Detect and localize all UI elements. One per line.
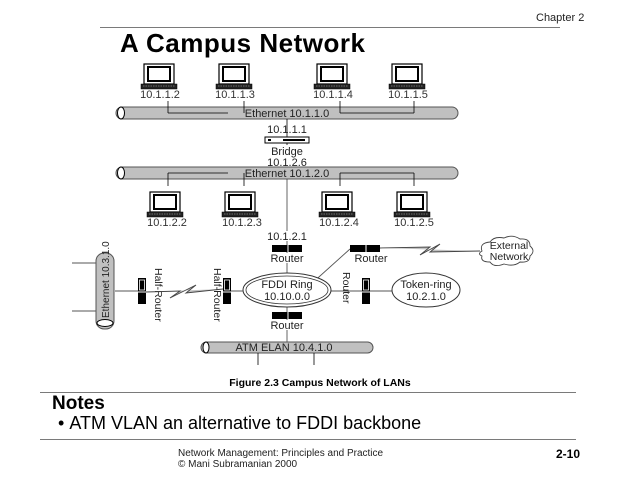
router-icon-atm — [271, 311, 303, 320]
host-label: 10.1.2.5 — [394, 217, 434, 229]
wan-link-half-routers — [145, 284, 224, 299]
host-label: 10.1.2.3 — [222, 217, 262, 229]
footer-rule — [40, 439, 576, 440]
page-number: 2-10 — [556, 447, 581, 461]
pc-icon-10-1-2-3 — [221, 191, 259, 218]
half-router-icon-left — [137, 277, 147, 305]
host-label: 10.1.2.4 — [319, 217, 359, 229]
token-ring: Token-ring 10.2.1.0 — [391, 272, 461, 308]
router-label: Router — [354, 253, 387, 265]
router-icon-main — [271, 244, 303, 253]
external-network-cloud: External Network — [479, 235, 534, 267]
notes-item-text: ATM VLAN an alternative to FDDI backbone — [69, 413, 422, 433]
bridge-addr-bottom: 10.1.2.6 — [267, 157, 307, 169]
host-label: 10.1.2.2 — [147, 217, 187, 229]
router-label: Router — [270, 320, 303, 332]
footer-copyright: © Mani Subramanian 2000 — [178, 459, 298, 470]
router-label: Router — [340, 272, 352, 304]
atm-elan-segment: ATM ELAN 10.4.1.0 — [200, 341, 374, 365]
notes-heading: Notes — [52, 393, 105, 414]
notes-item: • ATM VLAN an alternative to FDDI backbo… — [58, 413, 421, 434]
caption-rule — [40, 392, 576, 393]
router-label: Router — [270, 253, 303, 265]
router-icon-token — [361, 277, 371, 305]
half-router-label: Half-Router — [211, 268, 223, 322]
segment-label: ATM ELAN 10.4.1.0 — [235, 342, 332, 354]
host-label: 10.1.1.4 — [313, 89, 353, 101]
figure-caption: Figure 2.3 Campus Network of LANs — [229, 377, 411, 389]
pc-icon-10-1-1-2 — [140, 63, 178, 90]
pc-icon-10-1-1-4 — [313, 63, 351, 90]
cloud-label: External — [490, 240, 529, 252]
footer-book-title: Network Management: Principles and Pract… — [178, 448, 384, 459]
half-router-label: Half-Router — [152, 268, 164, 322]
router-icon-external — [349, 244, 381, 253]
cloud-label: Network — [490, 251, 529, 263]
footer: Network Management: Principles and Pract… — [178, 448, 383, 470]
segment-label: Ethernet 10.3.1.0 — [101, 241, 112, 318]
host-label: 10.1.1.5 — [388, 89, 428, 101]
fddi-label: FDDI Ring — [261, 279, 312, 291]
token-ring-label: 10.2.1.0 — [406, 291, 446, 303]
host-label: 10.1.1.3 — [215, 89, 255, 101]
fddi-label: 10.10.0.0 — [264, 291, 310, 303]
ethernet-segment-2: Ethernet 10.1.2.0 — [115, 166, 459, 186]
wan-link-external — [379, 243, 481, 256]
pc-icon-10-1-2-5 — [393, 191, 431, 218]
fddi-ring: FDDI Ring 10.10.0.0 — [230, 272, 364, 308]
pc-icon-10-1-2-2 — [146, 191, 184, 218]
pc-icon-10-1-1-5 — [388, 63, 426, 90]
host-label: 10.1.1.2 — [140, 89, 180, 101]
segment-label: Ethernet 10.1.2.0 — [245, 168, 329, 180]
router-addr: 10.1.2.1 — [267, 231, 307, 243]
ethernet-segment-3: Ethernet 10.3.1.0 — [72, 241, 115, 330]
half-router-icon-right — [222, 277, 232, 305]
pc-icon-10-1-1-3 — [215, 63, 253, 90]
bridge-icon — [264, 136, 310, 144]
chapter-label: Chapter 2 — [536, 12, 585, 24]
ethernet-segment-1: Ethernet 10.1.1.0 — [115, 101, 459, 120]
pc-icon-10-1-2-4 — [318, 191, 356, 218]
header-rule — [100, 27, 560, 28]
segment-label: Ethernet 10.1.1.0 — [245, 108, 329, 120]
token-ring-label: Token-ring — [400, 279, 451, 291]
page-title: A Campus Network — [120, 28, 366, 58]
bullet-icon: • — [58, 413, 70, 433]
bridge-label: Bridge — [271, 146, 303, 158]
bridge-addr-top: 10.1.1.1 — [267, 124, 307, 136]
